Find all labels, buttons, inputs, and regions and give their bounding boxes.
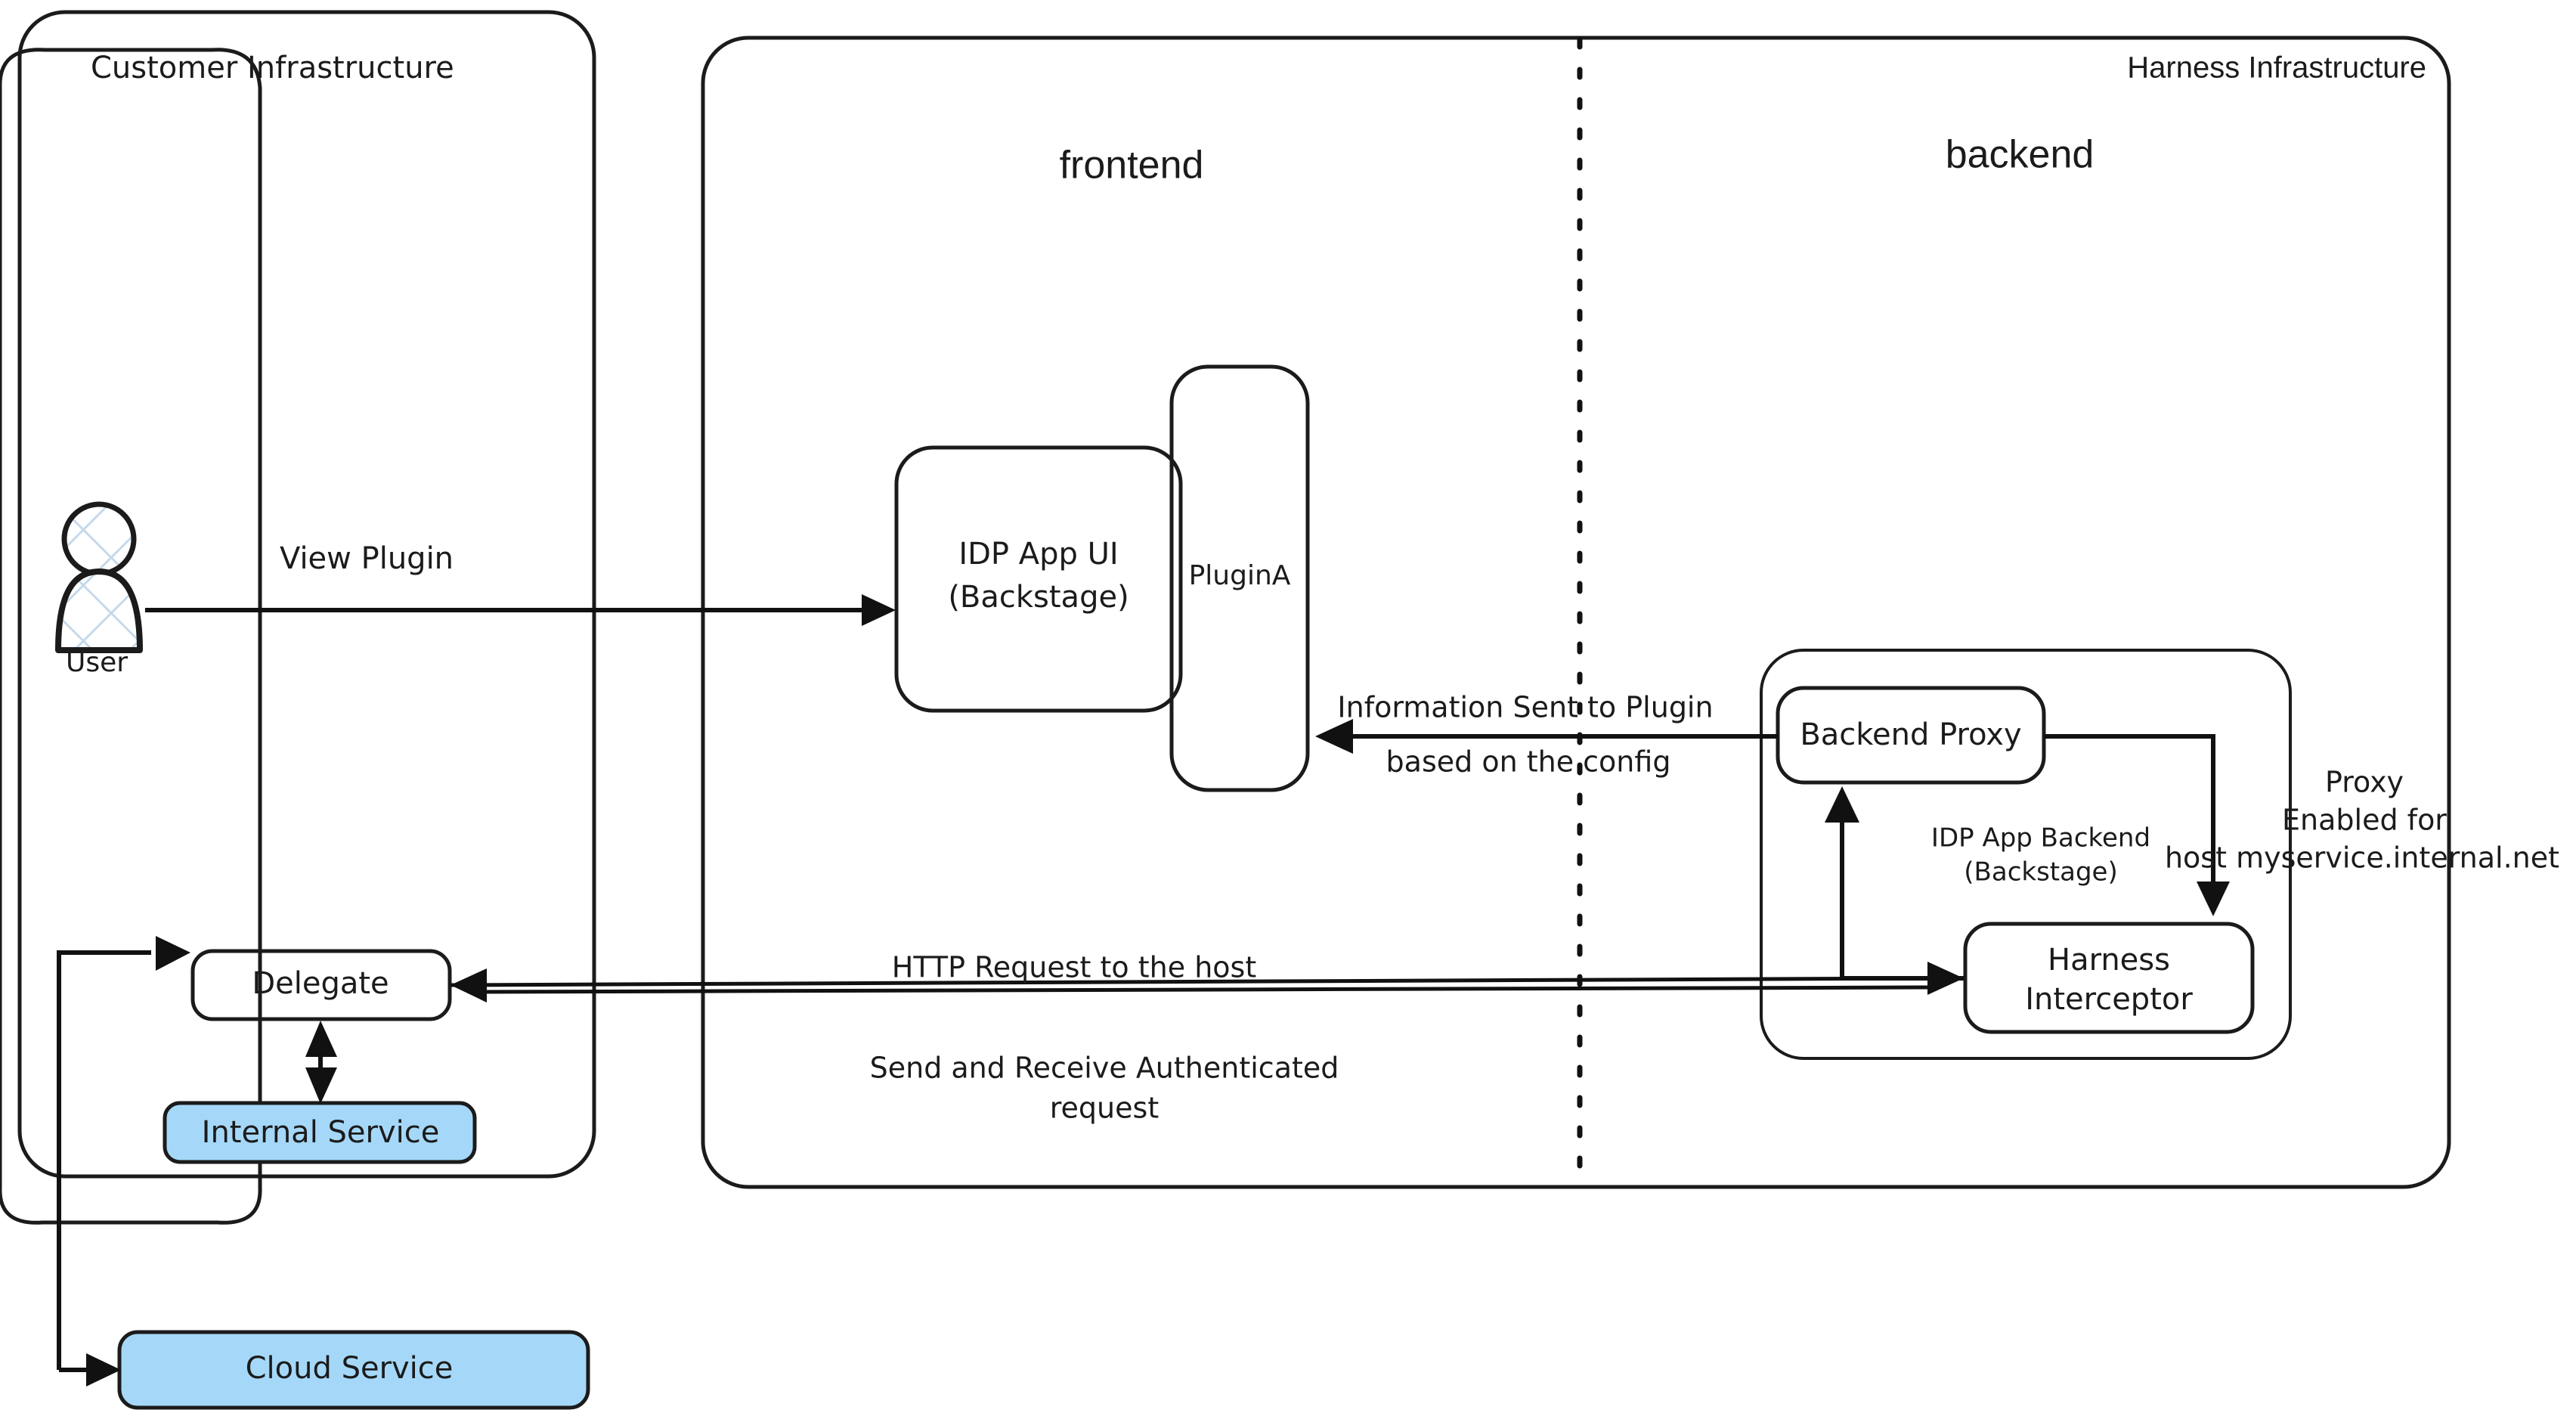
user-actor: User xyxy=(55,501,143,678)
node-label-delegate: Delegate xyxy=(252,966,389,1001)
node-cloud-service: Cloud Service xyxy=(117,1330,590,1410)
zone-title-backend: backend xyxy=(1946,133,2095,177)
node-harness-interceptor: Harness Interceptor xyxy=(1963,922,2255,1034)
node-label-harness-interceptor-line1: Harness xyxy=(2048,943,2170,978)
edge-delegate-to-cloud-service xyxy=(57,936,190,1387)
edge-http-request: HTTP Request to the host Send and Receiv… xyxy=(450,951,1964,1125)
node-label-plugin-a: PluginA xyxy=(1189,560,1291,591)
node-backend-proxy: Backend Proxy xyxy=(1776,686,2046,785)
edge-label-http-request-line1: HTTP Request to the host xyxy=(892,951,1256,984)
edge-label-info-sent-line2: based on the config xyxy=(1386,745,1671,779)
node-internal-service: Internal Service xyxy=(163,1101,477,1164)
node-label-backend-proxy: Backend Proxy xyxy=(1800,717,2021,752)
customer-infrastructure-title: Customer Infrastructure xyxy=(91,51,454,85)
node-label-idp-app-ui-line2: (Backstage) xyxy=(948,580,1129,615)
node-label-idp-app-backend-line2: (Backstage) xyxy=(1964,857,2117,888)
edge-information-sent-to-plugin: Information Sent to Plugin based on the … xyxy=(1315,691,1778,779)
node-label-idp-app-ui-line1: IDP App UI xyxy=(958,537,1118,572)
customer-infrastructure-container: Customer Infrastructure xyxy=(0,10,596,1225)
edge-label-proxy-enabled-line1: Proxy xyxy=(2325,766,2404,799)
edge-view-plugin: View Plugin xyxy=(145,541,896,626)
edge-label-view-plugin: View Plugin xyxy=(280,541,454,576)
harness-infrastructure-title: Harness Infrastructure xyxy=(2127,51,2426,85)
node-label-harness-interceptor-line2: Interceptor xyxy=(2025,982,2193,1017)
node-idp-app-ui: IDP App UI (Backstage) xyxy=(894,445,1183,713)
edge-label-proxy-enabled-line3: host myservice.internal.net xyxy=(2165,841,2559,875)
zone-title-frontend: frontend xyxy=(1060,144,1204,187)
node-label-cloud-service: Cloud Service xyxy=(246,1351,454,1386)
node-idp-app-backend-group: IDP App Backend (Backstage) xyxy=(1760,649,2292,1060)
edge-label-info-sent-line1: Information Sent to Plugin xyxy=(1337,691,1713,724)
edge-proxy-enabled: Proxy Enabled for host myservice.interna… xyxy=(2044,734,2559,916)
node-plugin-a: PluginA xyxy=(1169,364,1310,792)
edge-delegate-internal-service xyxy=(305,1021,337,1104)
edge-interceptor-to-proxy xyxy=(1825,786,1964,981)
node-label-idp-app-backend-line1: IDP App Backend xyxy=(1931,823,2150,854)
user-actor-label: User xyxy=(66,647,128,678)
edge-label-proxy-enabled-line2: Enabled for xyxy=(2282,804,2447,837)
edge-label-http-request-line3: request xyxy=(1050,1092,1159,1125)
edge-label-http-request-line2: Send and Receive Authenticated xyxy=(870,1052,1339,1085)
node-label-internal-service: Internal Service xyxy=(202,1115,440,1150)
node-delegate: Delegate xyxy=(190,949,452,1021)
